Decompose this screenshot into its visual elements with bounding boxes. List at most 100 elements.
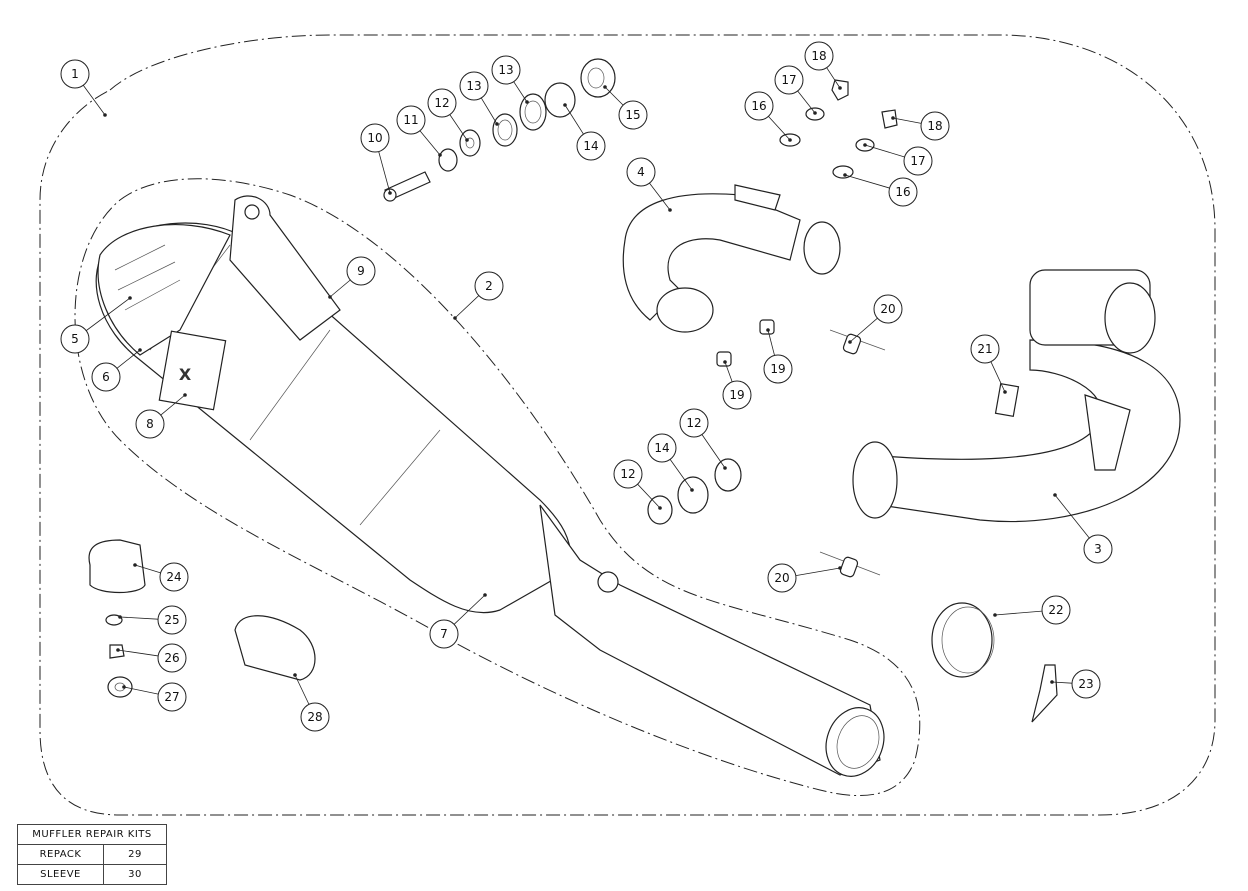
muffler-body: X (95, 195, 885, 777)
callout-11: 11 (396, 105, 442, 157)
callout-number: 20 (880, 302, 895, 316)
callout-9: 9 (328, 256, 376, 299)
callout-circle (60, 324, 90, 354)
callout-14: 14 (563, 103, 606, 161)
leader-line (1054, 494, 1090, 539)
callout-13: 13 (459, 71, 499, 126)
leader-dot (848, 340, 852, 344)
callout-15: 15 (603, 85, 648, 130)
callout-circle (618, 100, 648, 130)
table-row: REPACK 29 (17, 844, 167, 865)
leader-line (123, 686, 159, 695)
callout-2: 2 (453, 271, 504, 320)
callout-circle (396, 105, 426, 135)
callout-26: 26 (116, 643, 187, 673)
callout-number: 3 (1094, 542, 1102, 556)
leader-dot (183, 393, 187, 397)
callout-number: 6 (102, 370, 110, 384)
leader-line (117, 649, 159, 657)
callout-25: 25 (118, 605, 187, 635)
kit-value: 30 (103, 864, 167, 885)
callout-28: 28 (293, 673, 330, 732)
callout-number: 17 (781, 73, 796, 87)
kit-label: REPACK (17, 844, 104, 865)
callout-number: 25 (164, 613, 179, 627)
kit-boundary-outer (39, 34, 1216, 816)
callout-number: 17 (910, 154, 925, 168)
leader-line (119, 616, 159, 620)
callout-number: 1 (71, 67, 79, 81)
callout-number: 18 (927, 119, 942, 133)
callout-circle (767, 563, 797, 593)
leader-dot (723, 360, 727, 364)
callout-16: 16 (744, 91, 792, 142)
callout-number: 2 (485, 279, 493, 293)
leader-dot (838, 566, 842, 570)
leader-dot (993, 613, 997, 617)
header-pipe-4 (622, 184, 841, 333)
leader-dot (438, 153, 442, 157)
callout-number: 10 (367, 131, 382, 145)
callout-number: 15 (625, 108, 640, 122)
leader-line (844, 174, 890, 189)
leader-dot (690, 488, 694, 492)
leader-dot (603, 85, 607, 89)
leader-dot (1053, 493, 1057, 497)
leader-line (669, 459, 693, 491)
kits-title: MUFFLER REPAIR KITS (17, 824, 167, 845)
leader-dot (658, 506, 662, 510)
link-pipe-3 (852, 269, 1181, 523)
callout-circle (1041, 595, 1071, 625)
callout-14: 14 (647, 433, 694, 492)
callout-circle (744, 91, 774, 121)
callout-circle (903, 146, 933, 176)
leader-dot (863, 143, 867, 147)
callout-18: 18 (804, 41, 842, 90)
callout-number: 12 (620, 467, 635, 481)
callout-8: 8 (135, 393, 187, 439)
leader-dot (453, 316, 457, 320)
leader-dot (563, 103, 567, 107)
callout-circle (459, 71, 489, 101)
leader-line (480, 97, 498, 125)
leader-dot (843, 173, 847, 177)
leader-dot (128, 296, 132, 300)
callout-circle (576, 131, 606, 161)
callout-number: 24 (166, 570, 181, 584)
callout-number: 28 (307, 710, 322, 724)
callout-12: 12 (679, 408, 727, 470)
callout-number: 18 (811, 49, 826, 63)
callout-number: 8 (146, 417, 154, 431)
callout-circle (804, 41, 834, 71)
callout-circle (970, 334, 1000, 364)
callout-27: 27 (122, 682, 187, 712)
leader-line (767, 329, 775, 356)
callout-circle (157, 643, 187, 673)
leader-dot (328, 295, 332, 299)
callout-number: 13 (498, 63, 513, 77)
leader-line (795, 567, 841, 577)
callout-number: 26 (164, 651, 179, 665)
leader-line (990, 361, 1006, 393)
kit-label: SLEEVE (17, 864, 104, 885)
callout-circle (679, 408, 709, 438)
callout-number: 5 (71, 332, 79, 346)
callout-circle (722, 380, 752, 410)
leader-line (864, 144, 905, 158)
callout-number: 20 (774, 571, 789, 585)
leader-line (564, 104, 584, 135)
leader-dot (133, 563, 137, 567)
callout-circle (920, 111, 950, 141)
callout-circle (157, 682, 187, 712)
callout-number: 4 (637, 165, 645, 179)
leader-line (160, 394, 186, 416)
leader-line (994, 610, 1043, 616)
callout-19: 19 (722, 360, 752, 410)
callout-number: 14 (583, 139, 598, 153)
leader-dot (103, 113, 107, 117)
callout-20: 20 (848, 294, 903, 344)
leader-line (604, 86, 624, 106)
leader-line (419, 130, 441, 156)
callout-circle (91, 362, 121, 392)
leader-line (134, 564, 161, 574)
